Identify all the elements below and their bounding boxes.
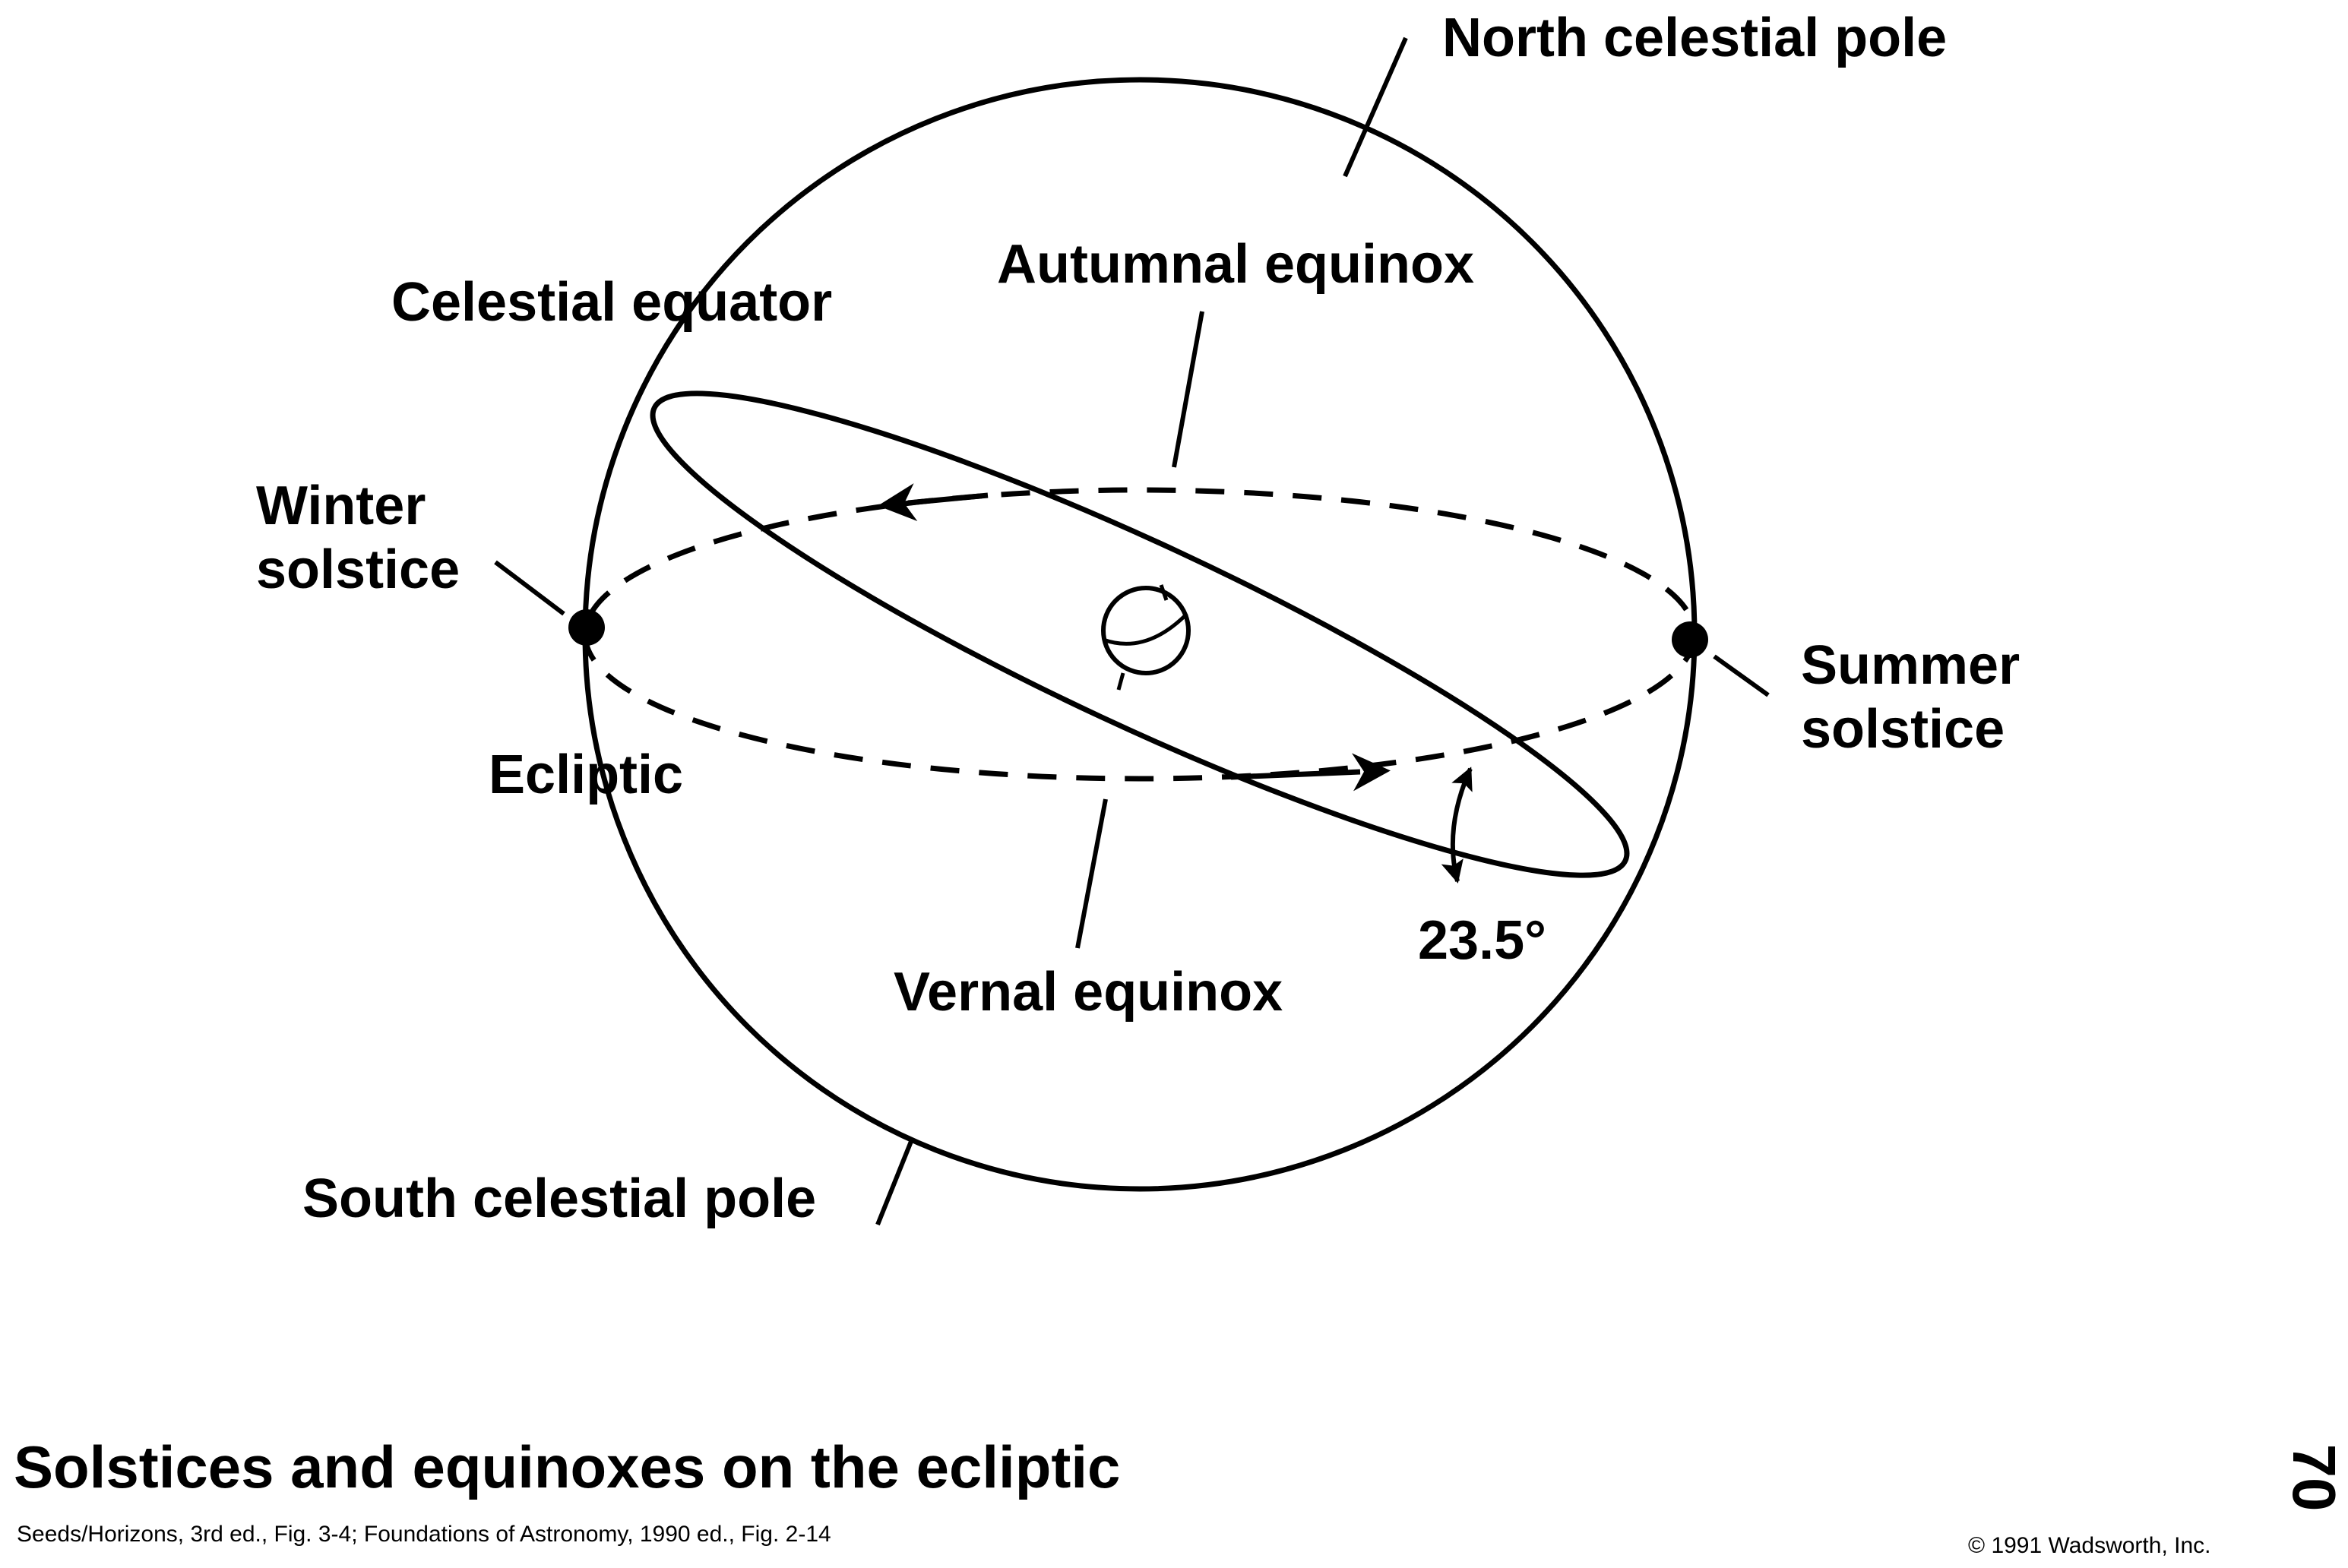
motion-arrow-front <box>1230 753 1391 792</box>
ecliptic-circle <box>650 390 1630 878</box>
copyright-notice: © 1991 Wadsworth, Inc. <box>1968 1533 2211 1558</box>
summer-solstice-label-line1: Summer <box>1801 635 2020 696</box>
tilt-angle-label: 23.5° <box>1418 910 1546 971</box>
celestial-equator-label: Celestial equator <box>391 272 832 333</box>
summer-solstice-label-line2: solstice <box>1801 699 2005 760</box>
south-pole-leader <box>875 1138 914 1226</box>
winter-solstice-label-line2: solstice <box>256 539 460 600</box>
vernal-equinox-label: Vernal equinox <box>894 962 1283 1023</box>
figure-source: Seeds/Horizons, 3rd ed., Fig. 3-4; Found… <box>17 1522 831 1547</box>
figure-title: Solstices and equinoxes on the ecliptic <box>14 1434 1121 1500</box>
tilt-angle-arrow <box>1441 767 1473 884</box>
summer-solstice-point <box>1672 621 1708 658</box>
winter-solstice-leader <box>494 560 565 616</box>
north-pole-leader <box>1343 36 1408 178</box>
south-pole-label: South celestial pole <box>302 1168 816 1229</box>
ecliptic-label: Ecliptic <box>489 744 683 805</box>
page-number: 70 <box>2280 1443 2348 1512</box>
motion-arrow-back <box>878 483 989 521</box>
winter-solstice-label-line1: Winter <box>256 476 426 536</box>
winter-solstice-point <box>568 609 605 646</box>
autumnal-equinox-leader <box>1172 311 1204 468</box>
north-pole-label: North celestial pole <box>1442 8 1947 68</box>
earth-icon <box>1101 584 1191 691</box>
autumnal-equinox-label: Autumnal equinox <box>997 234 1474 295</box>
vernal-equinox-leader <box>1075 798 1108 949</box>
summer-solstice-leader <box>1713 654 1770 697</box>
